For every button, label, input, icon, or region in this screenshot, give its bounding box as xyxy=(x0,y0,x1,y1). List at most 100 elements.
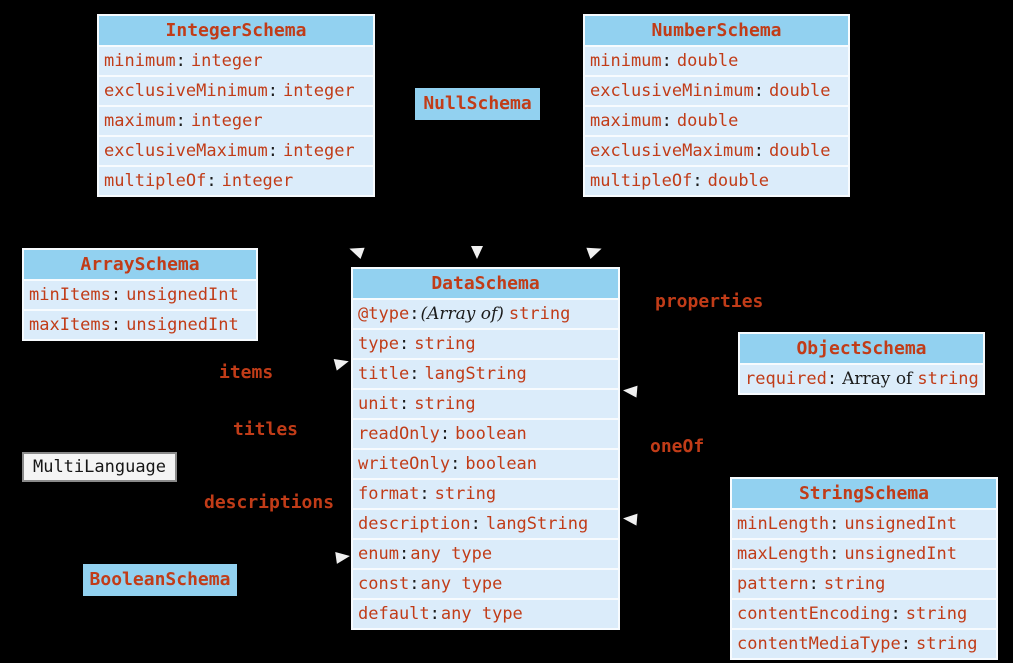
field-name: default xyxy=(358,604,430,624)
colon: : xyxy=(661,51,672,71)
field-name: maximum xyxy=(590,111,662,131)
field-type: string xyxy=(823,574,886,594)
class-title: IntegerSchema xyxy=(99,16,373,45)
class-title: NullSchema xyxy=(423,93,532,114)
field-row: description:langString xyxy=(353,510,618,538)
field-name: contentMediaType xyxy=(737,634,901,654)
field-name: minLength xyxy=(737,514,830,534)
class-title: StringSchema xyxy=(732,479,996,508)
colon: : xyxy=(829,514,840,534)
class-number-schema: NumberSchema minimum:double exclusiveMin… xyxy=(583,14,850,197)
field-type: string xyxy=(917,369,979,389)
field-name: title xyxy=(358,364,410,384)
field-type: double xyxy=(769,141,831,161)
field-type: langString xyxy=(424,364,527,384)
field-type: unsignedInt xyxy=(844,514,957,534)
arrowhead-icon xyxy=(335,550,351,564)
field-name: maxLength xyxy=(737,544,830,564)
field-row: writeOnly:boolean xyxy=(353,450,618,478)
colon: : xyxy=(692,171,703,191)
field-type: string xyxy=(414,334,476,354)
field-type: boolean xyxy=(455,424,527,444)
field-row: format:string xyxy=(353,480,618,508)
field-type: double xyxy=(769,81,831,101)
field-name: required xyxy=(745,369,827,389)
class-title: ObjectSchema xyxy=(740,334,983,363)
field-type: double xyxy=(676,51,739,71)
field-name: unit xyxy=(358,394,399,414)
field-annotation: (Array of) xyxy=(420,304,504,324)
field-type: string xyxy=(414,394,476,414)
field-type: unsignedInt xyxy=(126,285,239,305)
field-name: minimum xyxy=(590,51,662,71)
field-row: pattern:string xyxy=(732,570,996,598)
field-type: double xyxy=(707,171,770,191)
colon: : xyxy=(753,81,765,101)
colon: : xyxy=(175,111,186,131)
colon: : xyxy=(661,111,672,131)
field-name: const xyxy=(358,574,410,594)
colon: : xyxy=(267,81,279,101)
field-type: integer xyxy=(190,51,263,71)
field-name: @type xyxy=(358,304,410,324)
class-string-schema: StringSchema minLength:unsignedInt maxLe… xyxy=(730,477,998,660)
arrowhead-icon xyxy=(622,384,638,398)
field-name: contentEncoding xyxy=(737,604,891,624)
class-boolean-schema: BooleanSchema xyxy=(83,564,237,596)
field-name: multipleOf xyxy=(590,171,693,191)
field-row: maxItems:unsignedInt xyxy=(24,311,256,339)
field-type: string xyxy=(508,304,571,324)
class-null-schema: NullSchema xyxy=(415,88,540,120)
field-name: maxItems xyxy=(29,315,111,335)
field-type: unsignedInt xyxy=(844,544,957,564)
arrowhead-icon xyxy=(333,355,351,371)
field-name: format xyxy=(358,484,420,504)
edge-label-titles: titles xyxy=(233,419,299,440)
class-title: NumberSchema xyxy=(585,16,848,45)
field-type: string xyxy=(916,634,978,654)
colon: : xyxy=(753,141,765,161)
field-type: any type xyxy=(440,604,523,624)
class-title: ArraySchema xyxy=(24,250,256,279)
field-row: @type:(Array of)string xyxy=(353,300,618,328)
colon: : xyxy=(398,334,410,354)
field-row: exclusiveMinimum:integer xyxy=(99,77,373,105)
field-row: title:langString xyxy=(353,360,618,388)
class-title: MultiLanguage xyxy=(32,457,167,477)
field-row: contentMediaType:string xyxy=(732,630,996,658)
field-type: string xyxy=(905,604,968,624)
field-row: minItems:unsignedInt xyxy=(24,281,256,309)
field-type: langString xyxy=(485,514,589,534)
field-name: pattern xyxy=(737,574,809,594)
field-row: readOnly:boolean xyxy=(353,420,618,448)
field-name: type xyxy=(358,334,399,354)
field-type: any type xyxy=(410,544,493,564)
colon: : xyxy=(429,604,440,624)
field-row: minLength:unsignedInt xyxy=(732,510,996,538)
colon: : xyxy=(470,514,481,534)
field-row: exclusiveMinimum:double xyxy=(585,77,848,105)
colon: : xyxy=(398,394,410,414)
field-type: unsignedInt xyxy=(126,315,239,335)
class-title: BooleanSchema xyxy=(89,569,231,590)
arrowhead-icon xyxy=(347,242,365,260)
field-name: exclusiveMinimum xyxy=(104,81,268,101)
field-name: writeOnly xyxy=(358,454,451,474)
class-title: DataSchema xyxy=(353,269,618,298)
field-row: exclusiveMaximum:integer xyxy=(99,137,373,165)
colon: : xyxy=(419,484,430,504)
colon: : xyxy=(409,364,420,384)
field-name: description xyxy=(358,514,471,534)
field-name: enum xyxy=(358,544,399,564)
field-row: default:any type xyxy=(353,600,618,628)
field-row: unit:string xyxy=(353,390,618,418)
colon: : xyxy=(826,369,838,389)
field-row: minimum:double xyxy=(585,47,848,75)
colon: : xyxy=(110,285,122,305)
field-name: readOnly xyxy=(358,424,440,444)
colon: : xyxy=(439,424,451,444)
field-name: minItems xyxy=(29,285,111,305)
field-type: double xyxy=(676,111,739,131)
field-name: exclusiveMaximum xyxy=(104,141,268,161)
